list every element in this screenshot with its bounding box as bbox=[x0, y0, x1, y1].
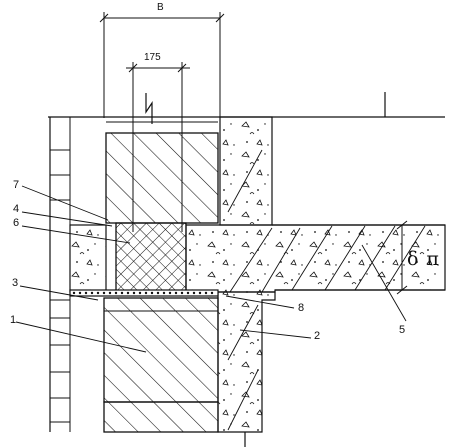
callout-6: 6 bbox=[13, 217, 20, 229]
dimension-slab-thickness bbox=[396, 220, 408, 295]
upper-insulation-block bbox=[105, 121, 219, 224]
bead-strip bbox=[69, 289, 219, 297]
175-dimension-label: 175 bbox=[144, 52, 161, 63]
callout-5: 5 bbox=[399, 324, 406, 336]
concrete-layers bbox=[69, 116, 446, 433]
callout-2: 2 bbox=[314, 330, 321, 342]
slab-thickness-label: δ п bbox=[407, 248, 441, 270]
callout-7: 7 bbox=[13, 179, 20, 191]
leader-lines bbox=[15, 185, 407, 353]
callout-4: 4 bbox=[13, 203, 20, 215]
callout-8: 8 bbox=[298, 302, 305, 314]
callout-1: 1 bbox=[10, 314, 17, 326]
cross-hatched-insert bbox=[115, 222, 187, 293]
brick-facing bbox=[50, 117, 71, 432]
b-dimension-label: B bbox=[157, 2, 164, 13]
callout-3: 3 bbox=[12, 277, 19, 289]
lower-insulation-block bbox=[103, 297, 219, 433]
dimension-b bbox=[99, 12, 225, 120]
